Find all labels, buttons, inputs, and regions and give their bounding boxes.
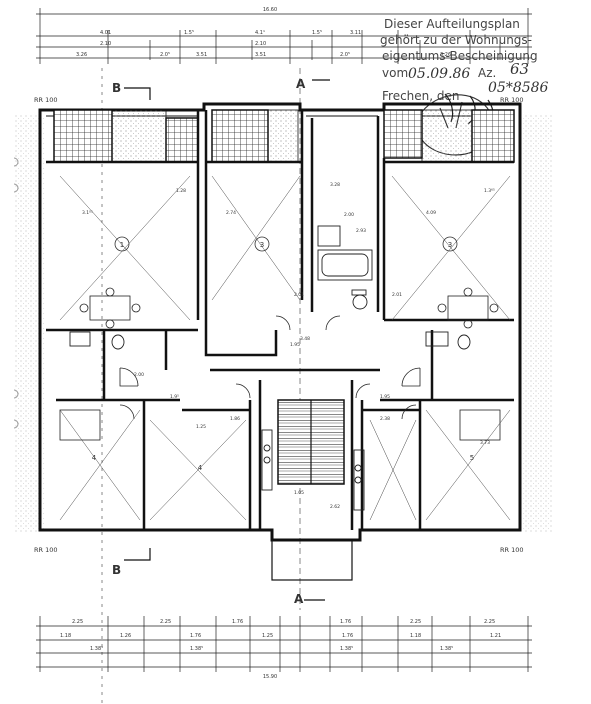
room-dim-14: 1.9⁵	[170, 394, 179, 400]
dim-top-3: 4.1¹	[255, 30, 265, 36]
room-dim-17: 2.62	[330, 504, 340, 510]
room-dim-15: 1.95	[380, 394, 390, 400]
room-dim-12: 1.95	[290, 342, 300, 348]
room-dim-1: 3.1⁰⁵	[82, 210, 93, 216]
dim-bottom-3: 1.76	[232, 619, 243, 625]
stamp-line-5: Frechen, den	[382, 89, 460, 103]
dim-bottom-17: 1.38⁵	[440, 646, 453, 652]
bathroom-fixtures	[69, 225, 471, 511]
room-dim-10: 3.48	[300, 336, 310, 342]
room-number-5: 4	[198, 464, 203, 472]
dim-bottom-15: 1.38⁵	[190, 646, 203, 652]
dim-bottom-8: 1.26	[120, 633, 131, 639]
room-cross-marks	[59, 175, 511, 521]
dim-bottom-9: 1.76	[190, 633, 201, 639]
dim-top-7: 2.10	[255, 41, 266, 47]
section-markers	[101, 68, 330, 704]
stamp-handwritten-ref-2: 05*8586	[488, 80, 549, 96]
stamp-line-4: vom	[382, 66, 408, 80]
room-number-2: 3	[260, 241, 264, 249]
room-dim-18: 1.86	[230, 416, 240, 422]
furniture	[59, 287, 501, 441]
dim-bottom-5: 2.25	[410, 619, 421, 625]
dim-bottom-total: 15.90	[263, 674, 277, 680]
dim-bottom-10: 1.25	[262, 633, 273, 639]
dim-top-11: 3.51	[255, 52, 266, 58]
room-number-4: 4	[92, 454, 97, 462]
room-dim-20: 3.73	[480, 440, 490, 446]
stamp-line-1: Dieser Aufteilungsplan	[384, 17, 520, 31]
room-dim-21: 2.00	[134, 372, 144, 378]
room-number-3: 3	[448, 241, 452, 249]
stamp-line-2: gehört zu der Wohnungs-	[380, 33, 532, 47]
room-dim-13: 1.25	[196, 424, 206, 430]
section-b-top: B	[112, 81, 121, 95]
top-dimension-chains	[36, 8, 532, 64]
room-dim-9: 2.01	[294, 292, 304, 298]
dim-top-6: 2.10	[100, 41, 111, 47]
room-dim-16: 1.05	[294, 490, 304, 496]
level-top-left: RR 100	[34, 96, 58, 104]
stamp-line-3: eigentums-Bescheinigung	[382, 49, 538, 63]
balconies-top	[53, 109, 515, 163]
dim-top-8: 3.26	[76, 52, 87, 58]
dim-bottom-2: 2.25	[160, 619, 171, 625]
dim-top-1: 4.01	[100, 30, 111, 36]
interior-walls	[46, 110, 514, 530]
level-bottom-right: RR 100	[500, 546, 524, 554]
dim-bottom-11: 1.76	[342, 633, 353, 639]
room-dim-4: 3.28	[330, 182, 340, 188]
dim-top-total: 16.60	[263, 7, 277, 13]
room-dim-8: 2.00	[344, 212, 354, 218]
room-dim-19: 2.38	[380, 416, 390, 422]
dim-bottom-4: 1.76	[340, 619, 351, 625]
staircase	[271, 399, 353, 581]
binder-holes	[13, 157, 19, 429]
dim-top-5: 3.11	[350, 30, 361, 36]
dim-bottom-13: 1.21	[490, 633, 501, 639]
room-number-1: 1	[120, 241, 124, 249]
room-dim-3: 2.74	[226, 210, 236, 216]
dim-top-4: 1.5⁵	[312, 30, 322, 36]
dim-bottom-6: 2.25	[484, 619, 495, 625]
section-a-top: A	[296, 77, 306, 91]
room-number-circles	[114, 236, 458, 252]
door-swings	[119, 315, 421, 420]
section-b-bottom: B	[112, 563, 121, 577]
dim-bottom-1: 2.25	[72, 619, 83, 625]
stamp-az-label: Az.	[478, 66, 496, 80]
room-number-6: 5	[470, 454, 474, 462]
section-a-bottom: A	[294, 592, 304, 606]
dim-bottom-7: 1.18	[60, 633, 71, 639]
dim-top-2: 1.5⁵	[184, 30, 194, 36]
room-dim-7: 2.93	[356, 228, 366, 234]
room-dim-11: 2.01	[392, 292, 402, 298]
level-bottom-left: RR 100	[34, 546, 58, 554]
approval-stamp: Dieser Aufteilungsplan gehört zu der Woh…	[380, 17, 549, 156]
room-dim-5: 4.09	[426, 210, 436, 216]
bottom-dimension-chains	[36, 616, 532, 672]
dim-top-13: 3.26	[440, 52, 451, 58]
dim-top-12: 2.0⁵	[340, 52, 350, 58]
room-dim-2: 1.28	[176, 188, 186, 194]
dim-top-9: 2.0⁵	[160, 52, 170, 58]
dim-top-10: 3.51	[196, 52, 207, 58]
dim-bottom-16: 1.38⁵	[340, 646, 353, 652]
level-top-right: RR 100	[500, 96, 524, 104]
stamp-handwritten-ref-1: 63	[510, 60, 529, 78]
dim-bottom-12: 1.18	[410, 633, 421, 639]
dim-bottom-14: 1.38⁵	[90, 646, 103, 652]
building-outline	[14, 102, 552, 542]
room-dim-6: 1.3⁶⁵	[484, 188, 495, 194]
stamp-handwritten-date: 05.09.86	[408, 66, 470, 82]
